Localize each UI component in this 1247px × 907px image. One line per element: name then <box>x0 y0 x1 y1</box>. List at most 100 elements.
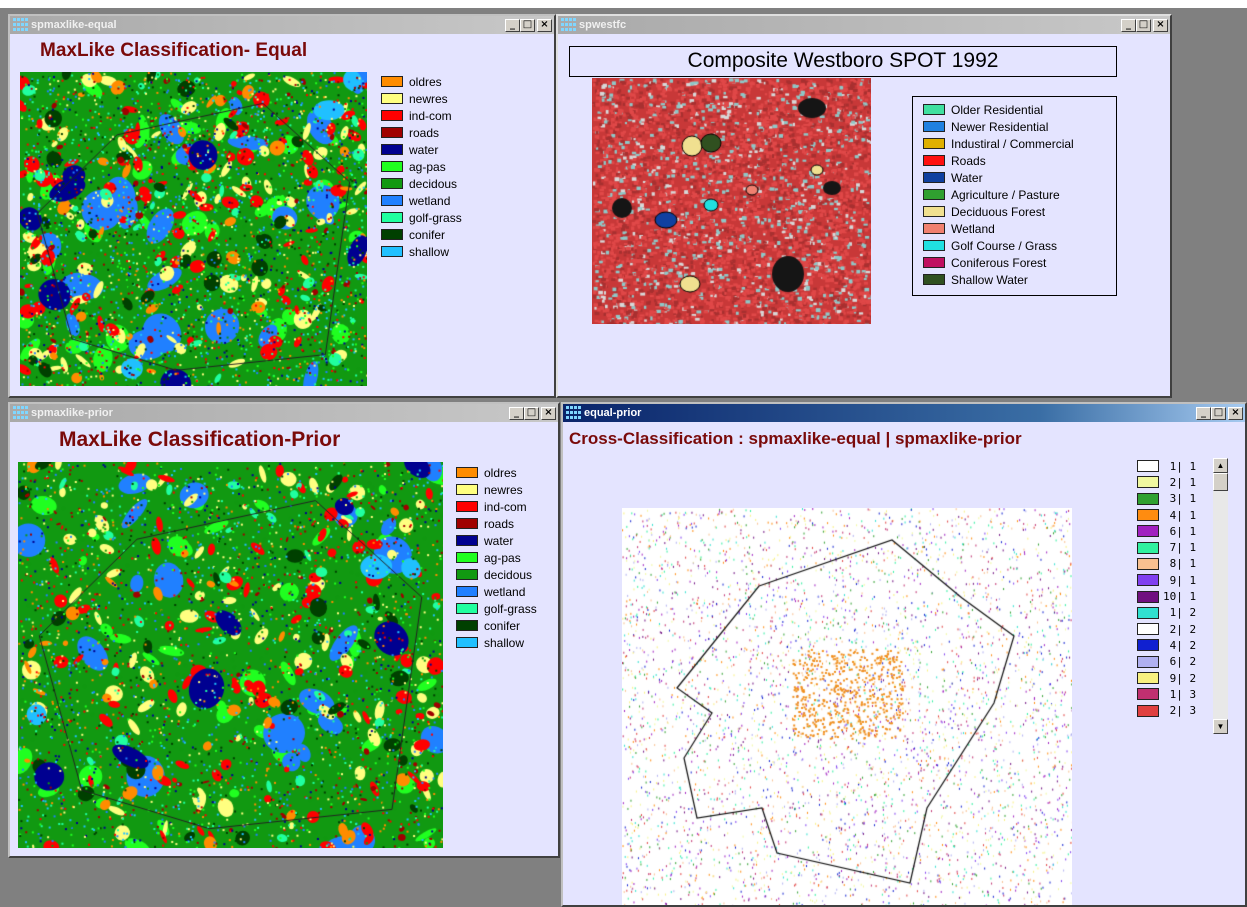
legend-item: oldres <box>381 73 462 90</box>
title-bar[interactable]: spmaxlike-prior _ □ × <box>10 404 558 422</box>
composite-legend: Older Residential Newer Residential Indu… <box>912 96 1117 296</box>
legend-label: Deciduous Forest <box>951 204 1046 219</box>
legend-swatch <box>1137 704 1159 717</box>
legend-item: Water <box>923 169 1116 186</box>
legend-item: conifer <box>456 617 537 634</box>
legend-swatch <box>1137 525 1159 538</box>
maximize-button[interactable]: □ <box>1136 18 1151 32</box>
legend-label: oldres <box>409 74 442 89</box>
close-button[interactable]: × <box>1228 406 1243 420</box>
legend-label: Industiral / Commercial <box>951 136 1074 151</box>
legend-item: 4| 1 <box>1137 507 1196 523</box>
legend-swatch <box>1137 509 1159 522</box>
legend-swatch <box>381 195 403 206</box>
legend-swatch <box>381 127 403 138</box>
legend-item: water <box>381 141 462 158</box>
legend-label: ag-pas <box>484 550 521 565</box>
legend-label: 1| 2 <box>1163 606 1197 620</box>
title-bar[interactable]: equal-prior _ □ × <box>563 404 1245 422</box>
legend-item: 6| 1 <box>1137 523 1196 539</box>
legend-item: decidous <box>381 175 462 192</box>
legend-swatch <box>456 467 478 478</box>
window-equal-prior[interactable]: equal-prior _ □ × Cross-Classification :… <box>561 402 1247 907</box>
legend-item: ag-pas <box>381 158 462 175</box>
legend-item: newres <box>381 90 462 107</box>
legend-item: 3| 1 <box>1137 491 1196 507</box>
minimize-button[interactable]: _ <box>509 406 524 420</box>
legend-item: Coniferous Forest <box>923 254 1116 271</box>
classification-map <box>18 462 443 848</box>
legend-item: decidous <box>456 566 537 583</box>
legend-swatch <box>381 178 403 189</box>
legend-swatch <box>1137 672 1159 684</box>
legend-item: shallow <box>456 634 537 651</box>
legend-scrollbar[interactable]: ▲ ▼ <box>1213 458 1228 734</box>
legend-item: conifer <box>381 226 462 243</box>
legend-label: Agriculture / Pasture <box>951 187 1060 202</box>
cross-legend: 1| 1 2| 1 3| 1 4| 1 6| 1 7| 1 8| 1 9| 1 … <box>1137 458 1196 719</box>
maximize-button[interactable]: □ <box>524 406 539 420</box>
app-icon <box>566 406 581 420</box>
legend-item: oldres <box>456 464 537 481</box>
legend-label: 4| 1 <box>1163 508 1197 522</box>
legend-item: 10| 1 <box>1137 588 1196 604</box>
legend-item: Newer Residential <box>923 118 1116 135</box>
legend-swatch <box>1137 623 1159 636</box>
legend-item: 7| 1 <box>1137 539 1196 555</box>
legend-label: water <box>484 533 514 548</box>
title-bar[interactable]: spwestfc _ □ × <box>558 16 1170 34</box>
window-spmaxlike-prior[interactable]: spmaxlike-prior _ □ × MaxLike Classifica… <box>8 402 560 858</box>
legend-label: 4| 2 <box>1163 638 1197 652</box>
window-title: spmaxlike-prior <box>31 407 113 419</box>
legend-item: shallow <box>381 243 462 260</box>
legend-swatch <box>1137 574 1159 587</box>
legend-item: 6| 2 <box>1137 654 1196 670</box>
legend-swatch <box>1137 688 1159 701</box>
window-spwestfc[interactable]: spwestfc _ □ × Composite Westboro SPOT 1… <box>556 14 1172 398</box>
legend-label: 8| 1 <box>1163 557 1197 571</box>
close-button[interactable]: × <box>1153 18 1168 32</box>
legend-label: roads <box>409 125 440 140</box>
window-spmaxlike-equal[interactable]: spmaxlike-equal _ □ × MaxLike Classifica… <box>8 14 556 398</box>
legend-item: 1| 1 <box>1137 458 1196 474</box>
legend-item: ind-com <box>456 498 537 515</box>
scroll-down-button[interactable]: ▼ <box>1213 719 1228 734</box>
window-title: equal-prior <box>584 407 642 419</box>
legend-swatch <box>1137 492 1159 505</box>
legend-swatch <box>456 586 478 597</box>
legend-label: Golf Course / Grass <box>951 238 1058 253</box>
minimize-button[interactable]: _ <box>505 18 520 32</box>
legend-label: 7| 1 <box>1163 541 1197 555</box>
legend-swatch <box>381 93 403 104</box>
legend-swatch <box>381 144 403 155</box>
maximize-button[interactable]: □ <box>520 18 535 32</box>
legend-label: wetland <box>409 193 451 208</box>
legend-label: Newer Residential <box>951 119 1049 134</box>
legend-swatch <box>456 518 478 529</box>
legend-item: golf-grass <box>381 209 462 226</box>
legend-item: Roads <box>923 152 1116 169</box>
legend-swatch <box>923 274 945 285</box>
cross-classification-map <box>622 508 1072 905</box>
scroll-thumb[interactable] <box>1213 473 1228 491</box>
legend-swatch <box>1137 557 1159 570</box>
legend-swatch <box>923 121 945 132</box>
minimize-button[interactable]: _ <box>1196 406 1211 420</box>
legend-item: 2| 2 <box>1137 621 1196 637</box>
close-button[interactable]: × <box>537 18 552 32</box>
legend-label: wetland <box>484 584 526 599</box>
legend-swatch <box>1137 639 1159 652</box>
minimize-button[interactable]: _ <box>1121 18 1136 32</box>
legend-label: 1| 3 <box>1163 687 1197 701</box>
legend-label: 2| 2 <box>1163 622 1197 636</box>
scroll-up-button[interactable]: ▲ <box>1213 458 1228 473</box>
title-bar[interactable]: spmaxlike-equal _ □ × <box>10 16 554 34</box>
legend-label: 3| 1 <box>1163 492 1197 506</box>
legend-item: Agriculture / Pasture <box>923 186 1116 203</box>
legend-item: Deciduous Forest <box>923 203 1116 220</box>
legend-item: Wetland <box>923 220 1116 237</box>
maximize-button[interactable]: □ <box>1211 406 1226 420</box>
legend-label: newres <box>484 482 523 497</box>
legend-swatch <box>923 223 945 234</box>
close-button[interactable]: × <box>541 406 556 420</box>
